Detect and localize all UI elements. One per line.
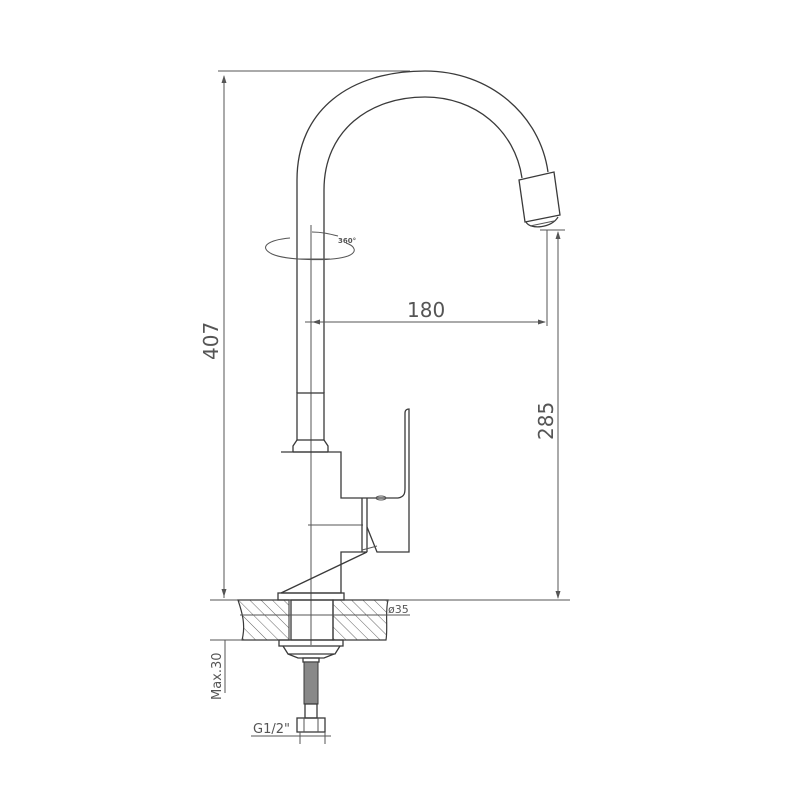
mounting-nut-assembly	[278, 639, 344, 744]
hose-nut	[296, 717, 326, 733]
rotation-label: 360°	[338, 237, 356, 245]
spout-clearance-label: 285	[534, 402, 558, 440]
aerator	[518, 171, 561, 223]
rotation-symbol: 360°	[265, 231, 356, 261]
mount-hole-diameter-label: ø35	[388, 603, 409, 616]
dimension-thread: G1/2"	[251, 722, 331, 737]
thread-label: G1/2"	[253, 722, 290, 737]
total-height-label: 407	[199, 322, 223, 360]
dimension-spout-reach: 180	[305, 230, 548, 330]
dimension-max-thickness: Max.30	[210, 639, 242, 700]
max-thickness-label: Max.30	[210, 652, 225, 700]
spout	[296, 70, 561, 393]
countertop-section: ø35	[210, 599, 570, 641]
dimension-total-height: 407	[199, 70, 410, 598]
dimension-spout-clearance: 285	[534, 229, 565, 599]
spout-reach-label: 180	[407, 298, 445, 322]
lever-handle	[361, 408, 410, 553]
braided-hose	[303, 661, 319, 705]
faucet-body	[277, 392, 368, 601]
